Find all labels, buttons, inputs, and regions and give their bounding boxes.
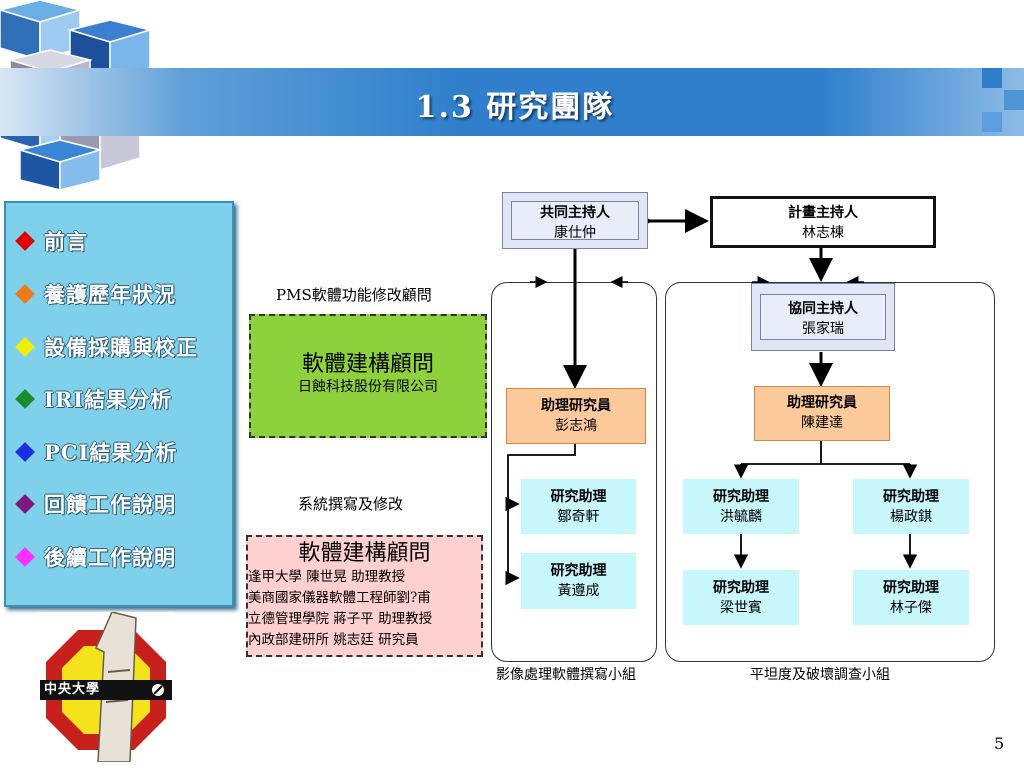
assistant-role: 研究助理 xyxy=(550,489,607,505)
nav-item-equipment[interactable]: 設備採購與校正 xyxy=(14,327,198,367)
assoc-pi-role: 協同主持人 xyxy=(788,301,858,317)
pms-consultant-org: 日蝕科技股份有限公司 xyxy=(298,379,438,395)
assistant-role: 研究助理 xyxy=(883,489,939,505)
research-assistant-box: 研究助理 梁世賓 xyxy=(683,570,799,625)
page-number: 5 xyxy=(994,734,1005,753)
nav-item-label: PCI結果分析 xyxy=(44,440,178,465)
co-principal-investigator-box: 共同主持人 康仕仲 xyxy=(502,192,648,249)
consultant-member: 美商國家儀器軟體工程師劉?甫 xyxy=(248,590,431,606)
university-logo: 中央大學 xyxy=(38,611,174,763)
assistant-name: 楊政錤 xyxy=(890,509,932,525)
consultant-member: 立德管理學院 蔣子平 助理教授 xyxy=(248,611,433,627)
nav-item-label: 前言 xyxy=(44,229,88,254)
consultant-member: 逢甲大學 陳世晃 助理教授 xyxy=(248,569,406,585)
nav-item-feedback[interactable]: 回饋工作說明 xyxy=(14,484,176,524)
slide-title: 1.3 研究團隊 xyxy=(415,90,615,125)
consultant-member: 內政部建研所 姚志廷 研究員 xyxy=(248,632,419,648)
assistant-name: 洪毓麟 xyxy=(720,509,762,525)
survey-group-frame xyxy=(665,282,995,662)
assistant-name: 梁世賓 xyxy=(720,600,762,616)
nav-item-label: 設備採購與校正 xyxy=(44,335,198,360)
survey-group-caption: 平坦度及破壞調查小組 xyxy=(750,667,890,683)
decorative-squares xyxy=(982,68,1024,136)
nav-item-maintenance-history[interactable]: 養護歷年狀況 xyxy=(14,274,176,314)
assistant-role: 研究助理 xyxy=(550,563,607,579)
assistant-role: 研究助理 xyxy=(883,580,939,596)
assistant-name: 黃遵成 xyxy=(557,583,600,599)
pi-name: 林志棟 xyxy=(802,225,844,241)
assistant-role: 研究助理 xyxy=(713,580,769,596)
nav-item-intro[interactable]: 前言 xyxy=(14,221,88,261)
co-pi-role: 共同主持人 xyxy=(540,205,610,221)
pi-role: 計畫主持人 xyxy=(788,205,858,221)
nav-item-pci-analysis[interactable]: PCI結果分析 xyxy=(14,432,177,472)
principal-investigator-box: 計畫主持人 林志棟 xyxy=(710,196,936,248)
image-processing-group-caption: 影像處理軟體撰寫小組 xyxy=(496,667,636,683)
research-assistant-box: 研究助理 黃遵成 xyxy=(521,553,636,609)
co-pi-name: 康仕仲 xyxy=(554,225,596,241)
research-assistant-box: 研究助理 洪毓麟 xyxy=(683,479,799,534)
ra-right-name: 陳建達 xyxy=(801,415,843,431)
assistant-name: 鄒奇軒 xyxy=(557,509,600,525)
nav-item-label: 後續工作說明 xyxy=(44,545,176,570)
ra-left-role: 助理研究員 xyxy=(541,398,611,414)
assistant-role: 研究助理 xyxy=(713,489,769,505)
nav-item-label: IRI結果分析 xyxy=(44,387,173,412)
research-assistant-box: 研究助理 林子傑 xyxy=(853,570,969,625)
system-consultant-box: 軟體建構顧問 逢甲大學 陳世晃 助理教授 美商國家儀器軟體工程師劉?甫 立德管理… xyxy=(246,535,483,657)
research-associate-right-box: 助理研究員 陳建達 xyxy=(754,386,890,441)
nav-item-follow-up[interactable]: 後續工作說明 xyxy=(14,537,176,577)
assoc-pi-name: 張家瑞 xyxy=(802,321,844,337)
research-assistant-box: 研究助理 鄒奇軒 xyxy=(521,479,636,534)
research-associate-left-box: 助理研究員 彭志鴻 xyxy=(506,388,646,444)
associate-pi-box: 協同主持人 張家瑞 xyxy=(751,283,895,351)
header-bar xyxy=(0,68,1024,136)
pms-consultant-box: 軟體建構顧問 日蝕科技股份有限公司 xyxy=(249,314,487,438)
system-consultant-caption: 系統撰寫及修改 xyxy=(298,495,404,513)
pms-consultant-title: 軟體建構顧問 xyxy=(301,352,434,377)
nav-item-iri-analysis[interactable]: IRI結果分析 xyxy=(14,379,172,419)
assistant-name: 林子傑 xyxy=(890,600,932,616)
pms-consultant-caption: PMS軟體功能修改顧問 xyxy=(276,286,432,304)
system-consultant-title: 軟體建構顧問 xyxy=(298,541,431,566)
ra-right-role: 助理研究員 xyxy=(787,395,857,411)
ra-left-name: 彭志鴻 xyxy=(555,418,597,434)
logo-text: 中央大學 xyxy=(44,682,101,697)
nav-item-label: 養護歷年狀況 xyxy=(44,282,176,307)
sidebar-nav: 前言 養護歷年狀況 設備採購與校正 IRI結果分析 PCI結果分析 回饋工作說明… xyxy=(4,201,234,607)
university-logo-graphic xyxy=(40,611,172,763)
nav-item-label: 回饋工作說明 xyxy=(44,492,176,517)
research-assistant-box: 研究助理 楊政錤 xyxy=(853,479,969,534)
